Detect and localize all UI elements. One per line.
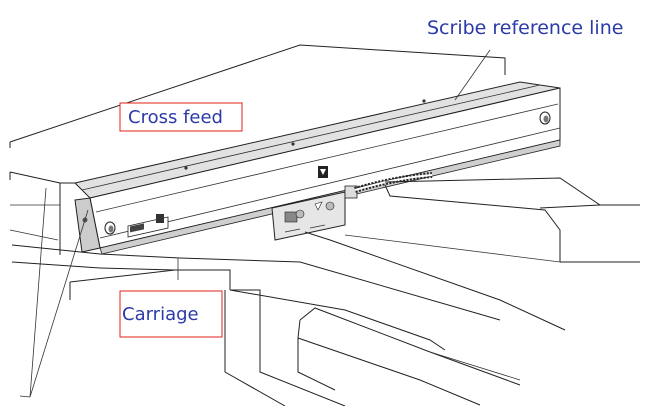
cable <box>354 172 433 193</box>
carriage-label: Carriage <box>122 304 199 325</box>
scribe-reference-line-label: Scribe reference line <box>427 17 623 39</box>
scribe-reference-callout: Scribe reference line <box>427 17 623 101</box>
cross-feed-table <box>9 44 506 255</box>
bottom-left-pointer <box>19 187 89 398</box>
glass-scale <box>74 81 561 255</box>
carriage-callout: Carriage <box>119 290 223 338</box>
carriage-slide <box>11 177 640 331</box>
cross-feed-label: Cross feed <box>128 107 223 128</box>
cross-feed-callout: Cross feed <box>119 102 243 132</box>
carriage-body <box>69 269 521 406</box>
reading-head <box>271 185 358 241</box>
